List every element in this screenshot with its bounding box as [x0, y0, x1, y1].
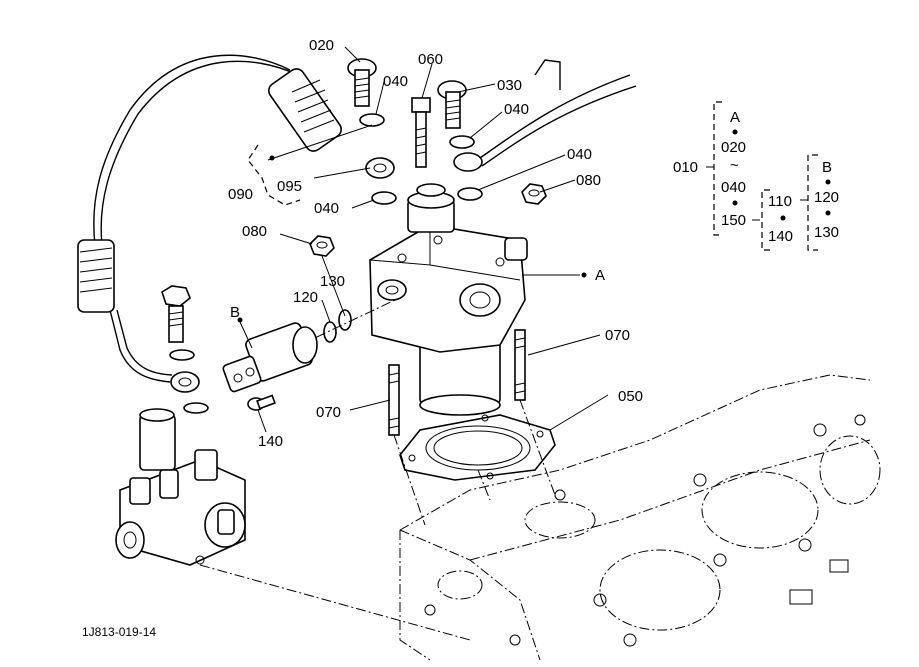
solenoid-valve-b [222, 322, 318, 393]
banjo-return [453, 152, 483, 172]
legend-group-a-item-1: 020 [721, 139, 746, 156]
callout-040-d: 040 [314, 200, 339, 217]
stud-070-right [514, 329, 526, 401]
figure-code: 1J813-019-14 [82, 625, 156, 639]
bracket-090 [247, 144, 301, 206]
return-pipe [479, 74, 631, 159]
engine-block [399, 374, 881, 661]
callout-020: 020 [309, 37, 334, 54]
callout-050: 050 [618, 388, 643, 405]
gasket-050 [399, 414, 556, 481]
callout-090: 090 [228, 186, 253, 203]
legend-group-a-item-3: 040 [721, 179, 746, 196]
injection-pipe [77, 54, 395, 393]
o-ring-120 [323, 321, 337, 343]
washer-040-c [457, 187, 483, 201]
callout-060: 060 [418, 51, 443, 68]
callout-080-b: 080 [242, 223, 267, 240]
callout-b-pointer: B [230, 304, 240, 321]
legend-group-b-item-1: 120 [814, 189, 839, 206]
assembly-legend: 010 A 020 ~ 040 150 110 140 B 120 130 [673, 101, 839, 251]
callout-040-a: 040 [383, 73, 408, 90]
bolt-060 [411, 97, 431, 168]
callout-040-c: 040 [567, 146, 592, 163]
legend-010: 010 [673, 159, 698, 176]
legend-group-b-title: B [822, 159, 832, 176]
legend-group-a-title: A [730, 109, 740, 126]
callout-040-b: 040 [504, 101, 529, 118]
callout-120: 120 [293, 289, 318, 306]
nut-080-right [521, 183, 547, 205]
legend-140: 140 [768, 228, 793, 245]
callout-070-a: 070 [605, 327, 630, 344]
callout-140: 140 [258, 433, 283, 450]
washer-040-top [359, 113, 385, 127]
callout-labels: 020 040 060 030 040 040 080 090 095 040 … [228, 37, 643, 450]
legend-110: 110 [768, 193, 792, 210]
legend-group-b-item-2: 130 [814, 224, 839, 241]
feed-pump [115, 408, 246, 566]
callout-070-b: 070 [316, 404, 341, 421]
washer-040-d [371, 191, 397, 205]
stud-070-left [388, 364, 400, 436]
callout-080-a: 080 [576, 172, 601, 189]
leader-lines [239, 46, 609, 433]
hollow-bolt-020 [347, 58, 377, 107]
washer-040-b [449, 135, 475, 149]
o-ring-130 [338, 309, 352, 331]
legend-group-a-item-2: ~ [730, 157, 739, 174]
feed-pump-bolt [161, 285, 209, 414]
callout-a-pointer: A [595, 267, 605, 284]
legend-group-a-item-4: 150 [721, 212, 746, 229]
callout-130: 130 [320, 273, 345, 290]
supply-pump-body [369, 183, 528, 416]
callout-030: 030 [497, 77, 522, 94]
bolt-140 [247, 394, 276, 411]
nut-080-left [309, 235, 335, 257]
callout-095: 095 [277, 178, 302, 195]
hollow-bolt-030 [437, 80, 467, 129]
